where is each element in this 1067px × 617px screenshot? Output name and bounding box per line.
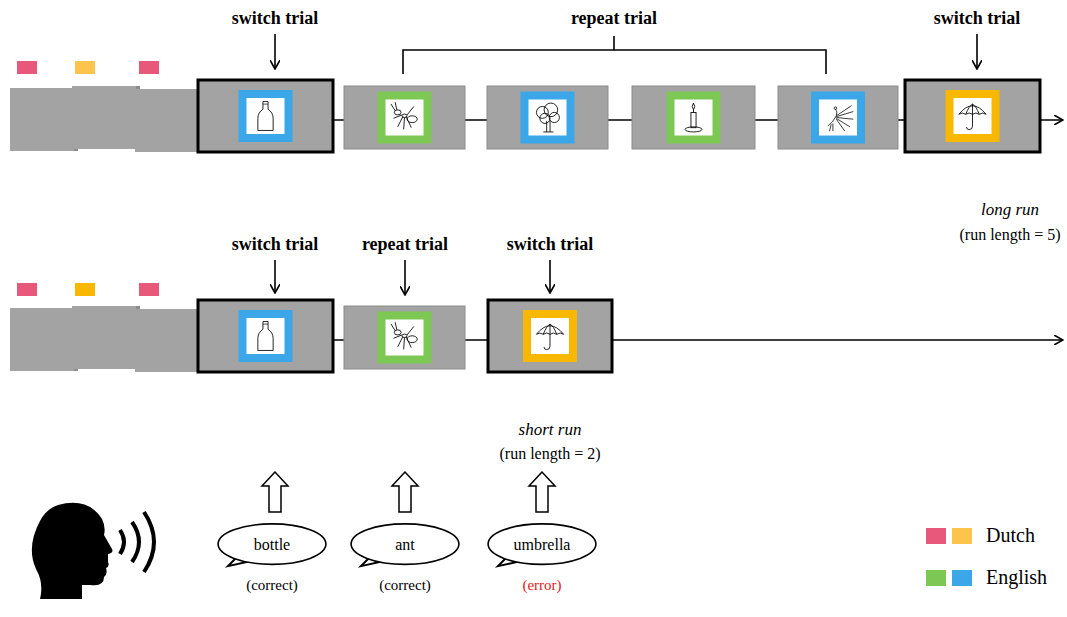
run-label: long run xyxy=(981,200,1039,220)
accuracy-label: (error) xyxy=(522,577,561,594)
spoken-word: bottle xyxy=(254,536,290,554)
legend-swatch xyxy=(926,528,946,544)
accuracy-label: (correct) xyxy=(379,577,431,594)
run-label: short run xyxy=(519,420,582,440)
legend-text: Dutch xyxy=(986,524,1035,547)
legend-row: English xyxy=(926,566,1047,589)
spoken-word: ant xyxy=(395,536,415,554)
trial-label: (run length = 2) xyxy=(500,445,601,463)
legend-text: English xyxy=(986,566,1047,589)
spoken-word: umbrella xyxy=(514,536,571,554)
trial-label: repeat trial xyxy=(571,8,657,29)
speech-bubble: umbrella(error) xyxy=(487,523,597,567)
speech-bubble: ant(correct) xyxy=(350,523,460,567)
legend-swatch xyxy=(952,528,972,544)
trial-label: switch trial xyxy=(934,8,1020,29)
trial-label: switch trial xyxy=(507,234,593,255)
legend-swatch xyxy=(952,570,972,586)
accuracy-label: (correct) xyxy=(246,577,298,594)
speech-bubble: bottle(correct) xyxy=(217,523,327,567)
legend-swatch xyxy=(926,570,946,586)
trial-label: (run length = 5) xyxy=(960,226,1061,244)
trial-label: repeat trial xyxy=(362,234,448,255)
trial-label: switch trial xyxy=(232,234,318,255)
trial-label: switch trial xyxy=(232,8,318,29)
legend-row: Dutch xyxy=(926,524,1035,547)
